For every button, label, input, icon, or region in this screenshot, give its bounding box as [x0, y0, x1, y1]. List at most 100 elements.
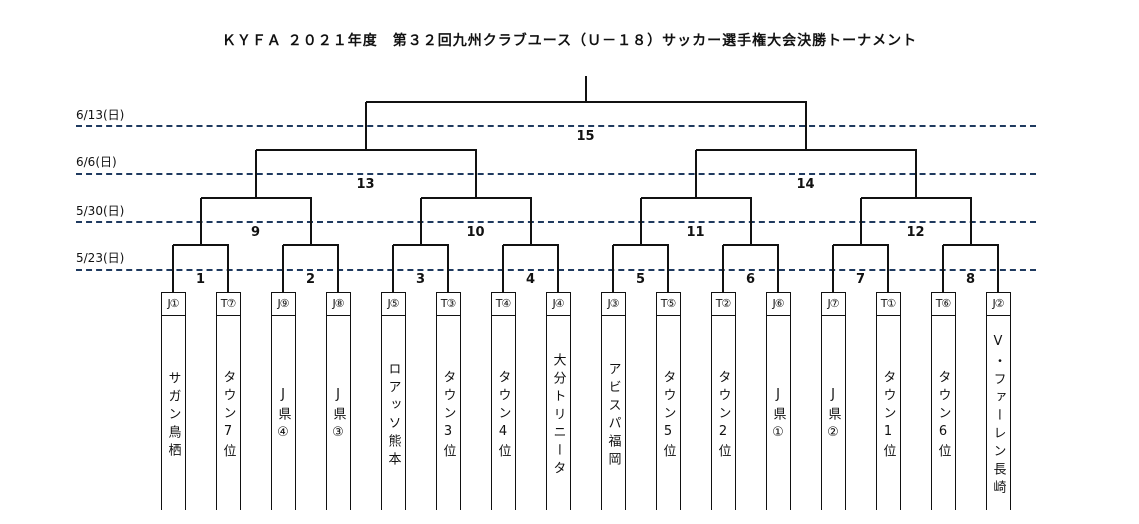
team-slot: T⑤ タウン5位 [655, 292, 681, 510]
match-number: 14 [796, 177, 815, 192]
bracket-line [694, 150, 697, 198]
team-seed: J⑨ [271, 293, 295, 316]
bracket-line [639, 198, 642, 245]
team-name: J県② [825, 386, 841, 445]
team-seed: T⑦ [216, 293, 240, 316]
team-name: V・ファーレン長崎 [990, 333, 1006, 498]
team-name: 大分トリニータ [550, 352, 566, 479]
bracket-line [722, 245, 724, 292]
team-slot: T⑦ タウン7位 [215, 292, 241, 510]
bracket-line [804, 102, 807, 150]
team-name: ロアッソ熊本 [385, 361, 401, 470]
bracket-line [695, 149, 917, 151]
bracket-line [667, 245, 669, 292]
match-number: 4 [525, 272, 536, 287]
team-seed: T② [711, 293, 735, 316]
round-date-semifinal: 6/6(日) [76, 155, 117, 169]
round-date-quarterfinal: 5/30(日) [76, 204, 125, 218]
bracket-line [503, 244, 559, 246]
round-date-final: 6/13(日) [76, 108, 125, 122]
bracket-line [833, 244, 889, 246]
bracket-line [969, 198, 972, 245]
match-number: 3 [415, 272, 426, 287]
bracket-line [502, 245, 504, 292]
bracket-line [393, 244, 449, 246]
bracket-line [914, 150, 917, 198]
bracket-line [612, 245, 614, 292]
bracket-line [419, 198, 422, 245]
team-name: タウン5位 [660, 369, 676, 462]
bracket-line [200, 197, 312, 199]
round-divider [76, 221, 1036, 223]
match-number: 9 [250, 225, 261, 240]
team-name: タウン2位 [715, 369, 731, 462]
bracket-line [255, 149, 477, 151]
team-name: J県① [770, 386, 786, 445]
bracket-line [613, 244, 669, 246]
team-seed: J⑦ [821, 293, 845, 316]
bracket-line [859, 198, 862, 245]
bracket-line [309, 198, 312, 245]
team-slot: T⑥ タウン6位 [930, 292, 956, 510]
team-name: タウン4位 [495, 369, 511, 462]
team-name: タウン7位 [220, 369, 236, 462]
match-number: 5 [635, 272, 646, 287]
bracket-line [557, 245, 559, 292]
team-seed: T⑥ [931, 293, 955, 316]
bracket-line [337, 245, 339, 292]
page-title: ＫＹＦＡ ２０２１年度 第３２回九州クラブユース（Ｕ－１８）サッカー選手権大会決… [221, 33, 918, 49]
team-slot: J⑤ ロアッソ熊本 [380, 292, 406, 510]
team-seed: T① [876, 293, 900, 316]
match-number: 1 [195, 272, 206, 287]
bracket-line [227, 245, 229, 292]
bracket-line [199, 198, 202, 245]
bracket-line [943, 244, 999, 246]
team-seed: T⑤ [656, 293, 680, 316]
bracket-line [584, 76, 587, 102]
bracket-line [283, 244, 339, 246]
bracket-line [392, 245, 394, 292]
round-divider [76, 125, 1036, 127]
bracket-line [420, 197, 532, 199]
team-slot: T① タウン1位 [875, 292, 901, 510]
team-seed: J⑤ [381, 293, 405, 316]
bracket-line [777, 245, 779, 292]
bracket-line [942, 245, 944, 292]
match-number: 2 [305, 272, 316, 287]
bracket-line [282, 245, 284, 292]
team-name: アビスパ福岡 [605, 361, 621, 470]
bracket-line [172, 245, 174, 292]
match-number: 15 [576, 129, 595, 144]
match-number: 8 [965, 272, 976, 287]
bracket-line [832, 245, 834, 292]
bracket-line [749, 198, 752, 245]
team-seed: J① [161, 293, 185, 316]
bracket-line [365, 101, 807, 103]
team-name: タウン6位 [935, 369, 951, 462]
team-slot: J⑥ J県① [765, 292, 791, 510]
team-name: J県③ [330, 386, 346, 445]
team-name: タウン3位 [440, 369, 456, 462]
team-seed: J② [986, 293, 1010, 316]
team-slot: J② V・ファーレン長崎 [985, 292, 1011, 510]
bracket-line [887, 245, 889, 292]
round-divider [76, 269, 1036, 271]
match-number: 11 [686, 225, 705, 240]
match-number: 13 [356, 177, 375, 192]
bracket-line [860, 197, 972, 199]
bracket-line [447, 245, 449, 292]
team-slot: J⑦ J県② [820, 292, 846, 510]
match-number: 6 [745, 272, 756, 287]
round-date-round1: 5/23(日) [76, 251, 125, 265]
round-divider [76, 173, 1036, 175]
bracket-line [640, 197, 752, 199]
team-seed: J④ [546, 293, 570, 316]
team-name: タウン1位 [880, 369, 896, 462]
team-seed: J⑥ [766, 293, 790, 316]
